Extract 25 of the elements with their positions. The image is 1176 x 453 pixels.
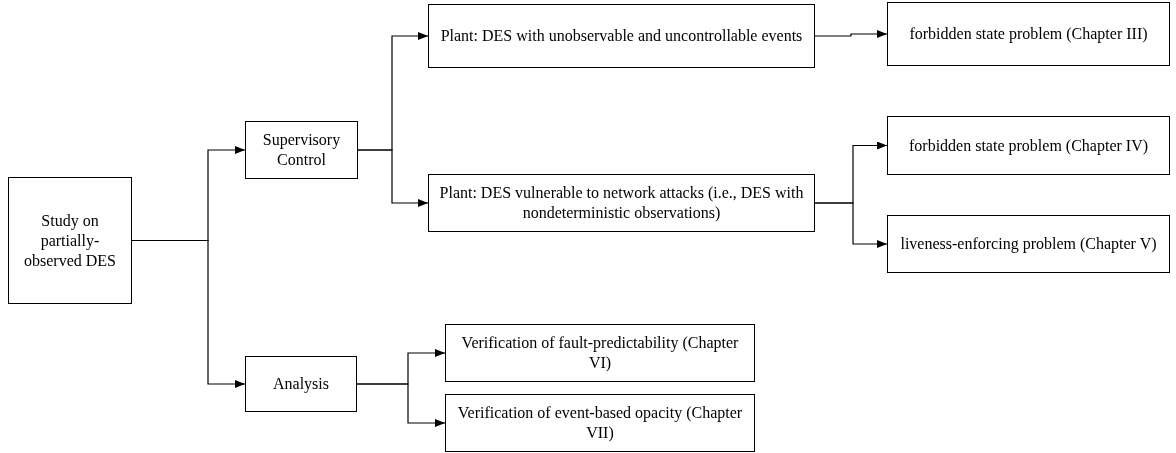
box-text: Plant: DES vulnerable to network attacks (i.e., DES with nondeterministic observations) (438, 183, 805, 223)
process-box (8, 177, 132, 304)
process-box (445, 394, 755, 452)
process-box (245, 356, 357, 412)
process-box (887, 2, 1170, 66)
box-text: liveness-enforcing problem (Chapter V) (900, 234, 1157, 254)
box-text: forbidden state problem (Chapter III) (909, 24, 1148, 44)
process-box (428, 174, 815, 232)
box-text: forbidden state problem (Chapter IV) (909, 135, 1148, 156)
arrow (814, 202, 888, 248)
box-text: Plant: DES with unobservable and uncontrollable events (440, 26, 803, 46)
arrow (131, 239, 246, 388)
box-text: Supervisory Control (261, 130, 342, 170)
box-text: Verification of event-based opacity (Chapter VII) (456, 403, 744, 443)
process-box (887, 215, 1170, 273)
box-text: Analysis (273, 374, 329, 394)
process-box (445, 324, 755, 382)
process-box (887, 116, 1170, 175)
box-text: Verification of fault-predictability (Chapter VI) (460, 333, 740, 373)
process-box (245, 121, 358, 179)
process-box (428, 4, 815, 68)
box-text: Study on partially-observed DES (23, 210, 117, 271)
arrow (356, 383, 446, 427)
arrow (814, 30, 888, 38)
arrow (357, 149, 429, 207)
